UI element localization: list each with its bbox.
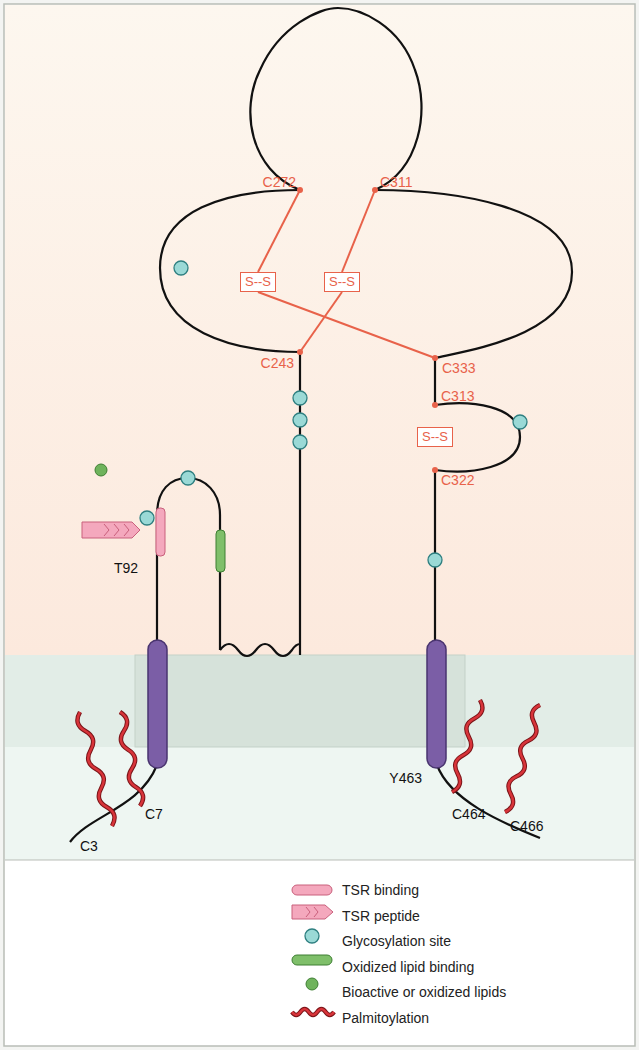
residue-label: C322 xyxy=(441,472,474,488)
bond-text: S--S xyxy=(329,274,355,289)
palmitoyl-chain xyxy=(452,700,482,792)
residue-label: C333 xyxy=(442,360,475,376)
bond-text: S--S xyxy=(422,429,448,444)
residue-label: Y463 xyxy=(389,770,422,786)
residue-label: T92 xyxy=(114,560,138,576)
palmitoyl-chain xyxy=(120,712,143,806)
residue-label: C313 xyxy=(441,388,474,404)
palmitoyl-chain xyxy=(120,712,143,806)
legend-text: Palmitoylation xyxy=(342,1010,429,1026)
residue-label: C3 xyxy=(80,838,98,854)
legend-text: Bioactive or oxidized lipids xyxy=(342,984,506,1000)
palmitoyl-chain xyxy=(292,1009,334,1015)
disulfide-box: S--S xyxy=(240,272,276,292)
palmitoyl-chain xyxy=(452,700,482,792)
palmitoyl-chain xyxy=(505,705,540,812)
disulfide-box: S--S xyxy=(417,427,453,447)
palmitoyl-chain xyxy=(77,712,114,826)
residue-label: C311 xyxy=(380,174,412,190)
legend-text: Oxidized lipid binding xyxy=(342,959,474,975)
legend-text: Glycosylation site xyxy=(342,933,451,949)
residue-label: C464 xyxy=(452,806,485,822)
legend-text: TSR binding xyxy=(342,882,419,898)
disulfide-box: S--S xyxy=(324,272,360,292)
palmitoyl-chain xyxy=(77,712,114,826)
bond-text: S--S xyxy=(245,274,271,289)
residue-label: C7 xyxy=(145,806,163,822)
palmitoyl-chain xyxy=(292,1009,334,1015)
residue-label: C272 xyxy=(263,174,296,190)
residue-label: C243 xyxy=(261,355,294,371)
residue-label: C466 xyxy=(510,818,543,834)
legend-text: TSR peptide xyxy=(342,908,420,924)
palmitoyl-chain xyxy=(505,705,540,812)
